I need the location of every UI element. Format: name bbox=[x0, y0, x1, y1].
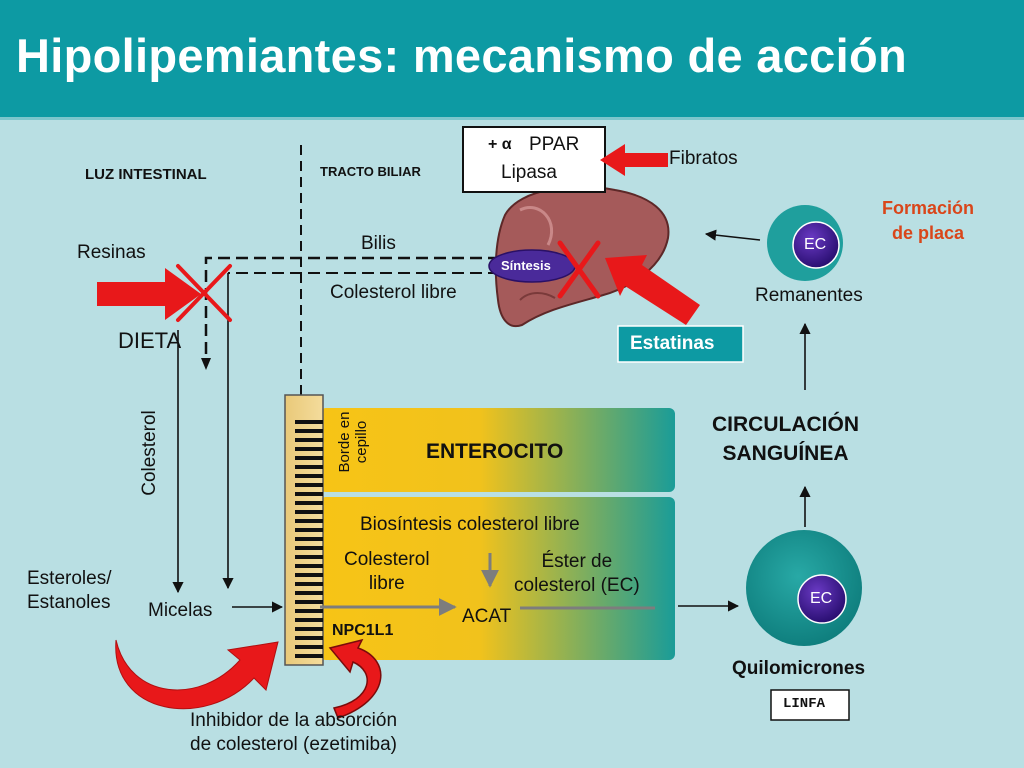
estatinas-label: Estatinas bbox=[630, 333, 715, 354]
brush-border-microvilli bbox=[295, 420, 323, 658]
ec-bottom-circle bbox=[797, 574, 847, 624]
npc1l1-label: NPC1L1 bbox=[332, 622, 394, 639]
microvillus bbox=[295, 645, 323, 649]
microvillus bbox=[295, 546, 323, 550]
dieta-label: DIETA bbox=[118, 328, 182, 353]
estatinas-arrow bbox=[605, 255, 700, 325]
microvillus bbox=[295, 591, 323, 595]
bile-arrowhead bbox=[201, 358, 211, 370]
enterocito-upper-box bbox=[320, 408, 675, 492]
microvillus bbox=[295, 528, 323, 532]
microvillus bbox=[295, 492, 323, 496]
ec-top-circle bbox=[792, 221, 840, 269]
microvillus bbox=[295, 573, 323, 577]
resinas-arrow bbox=[97, 268, 201, 320]
microvillus bbox=[295, 636, 323, 640]
colesterol-libre-enterocito-label: Colesterol libre bbox=[344, 549, 430, 594]
luz-intestinal-label: LUZ INTESTINAL bbox=[85, 166, 207, 183]
bile-dashed-path-upper bbox=[204, 256, 500, 360]
microvillus bbox=[295, 429, 323, 433]
microvillus bbox=[295, 609, 323, 613]
microvillus bbox=[295, 447, 323, 451]
microvillus bbox=[295, 627, 323, 631]
header-divider bbox=[0, 117, 1024, 120]
esteroles-curved-arrow bbox=[115, 639, 279, 710]
ezetimiba-label: Inhibidor de la absorción de colesterol … bbox=[190, 710, 398, 755]
slide-title: Hipolipemiantes: mecanismo de acción bbox=[16, 29, 907, 82]
fibratos-arrow bbox=[600, 144, 668, 176]
microvillus bbox=[295, 582, 323, 586]
microvillus bbox=[295, 456, 323, 460]
ezetimiba-curved-arrow bbox=[328, 638, 382, 719]
microvillus bbox=[295, 618, 323, 622]
resinas-label: Resinas bbox=[77, 242, 146, 263]
fibratos-label: Fibratos bbox=[669, 148, 738, 169]
bilis-label: Bilis bbox=[361, 233, 396, 254]
microvillus bbox=[295, 654, 323, 658]
microvillus bbox=[295, 519, 323, 523]
formacion-placa-label: Formación de placa bbox=[882, 198, 975, 243]
microvillus bbox=[295, 555, 323, 559]
enterocito-label: ENTEROCITO bbox=[426, 440, 564, 463]
microvillus bbox=[295, 510, 323, 514]
header-bar: Hipolipemiantes: mecanismo de acción bbox=[0, 0, 1024, 120]
microvillus bbox=[295, 564, 323, 568]
microvillus bbox=[295, 438, 323, 442]
colesterol-libre-bilis-label: Colesterol libre bbox=[330, 282, 457, 303]
quilomicrones-label: Quilomicrones bbox=[732, 658, 866, 679]
lipasa-label: Lipasa bbox=[501, 162, 557, 183]
linfa-label: LINFA bbox=[783, 696, 826, 712]
colesterol-vertical-label: Colesterol bbox=[139, 410, 160, 496]
estatinas-x-mark bbox=[557, 240, 601, 299]
microvillus bbox=[295, 600, 323, 604]
micelas-label: Micelas bbox=[148, 600, 213, 621]
microvillus bbox=[295, 420, 323, 424]
borde-cepillo-label: Borde en cepillo bbox=[336, 411, 370, 473]
microvillus bbox=[295, 465, 323, 469]
ppar-label: PPAR bbox=[529, 134, 580, 155]
microvillus bbox=[295, 501, 323, 505]
microvillus bbox=[295, 537, 323, 541]
esteroles-estanoles-label: Esteroles/ Estanoles bbox=[27, 568, 112, 613]
resinas-x-mark bbox=[176, 264, 232, 322]
microvillus bbox=[295, 483, 323, 487]
ec-top-label: EC bbox=[804, 236, 827, 253]
linfa-box bbox=[770, 689, 850, 721]
ppar-plus-label: + α bbox=[488, 136, 512, 153]
acat-label: ACAT bbox=[462, 606, 512, 627]
microvillus bbox=[295, 474, 323, 478]
remanentes-label: Remanentes bbox=[755, 285, 863, 306]
ester-colesterol-label: Éster de colesterol (EC) bbox=[514, 551, 640, 596]
remanente-to-liver-arrow bbox=[704, 229, 761, 241]
sintesis-label: Síntesis bbox=[501, 258, 551, 273]
estatinas-box bbox=[617, 325, 744, 363]
ec-bottom-label: EC bbox=[810, 590, 833, 607]
circulacion-sanguinea-label: CIRCULACIÓN SANGUÍNEA bbox=[712, 413, 859, 465]
tracto-biliar-label: TRACTO BILIAR bbox=[320, 164, 421, 179]
biosintesis-label: Biosíntesis colesterol libre bbox=[360, 514, 580, 535]
